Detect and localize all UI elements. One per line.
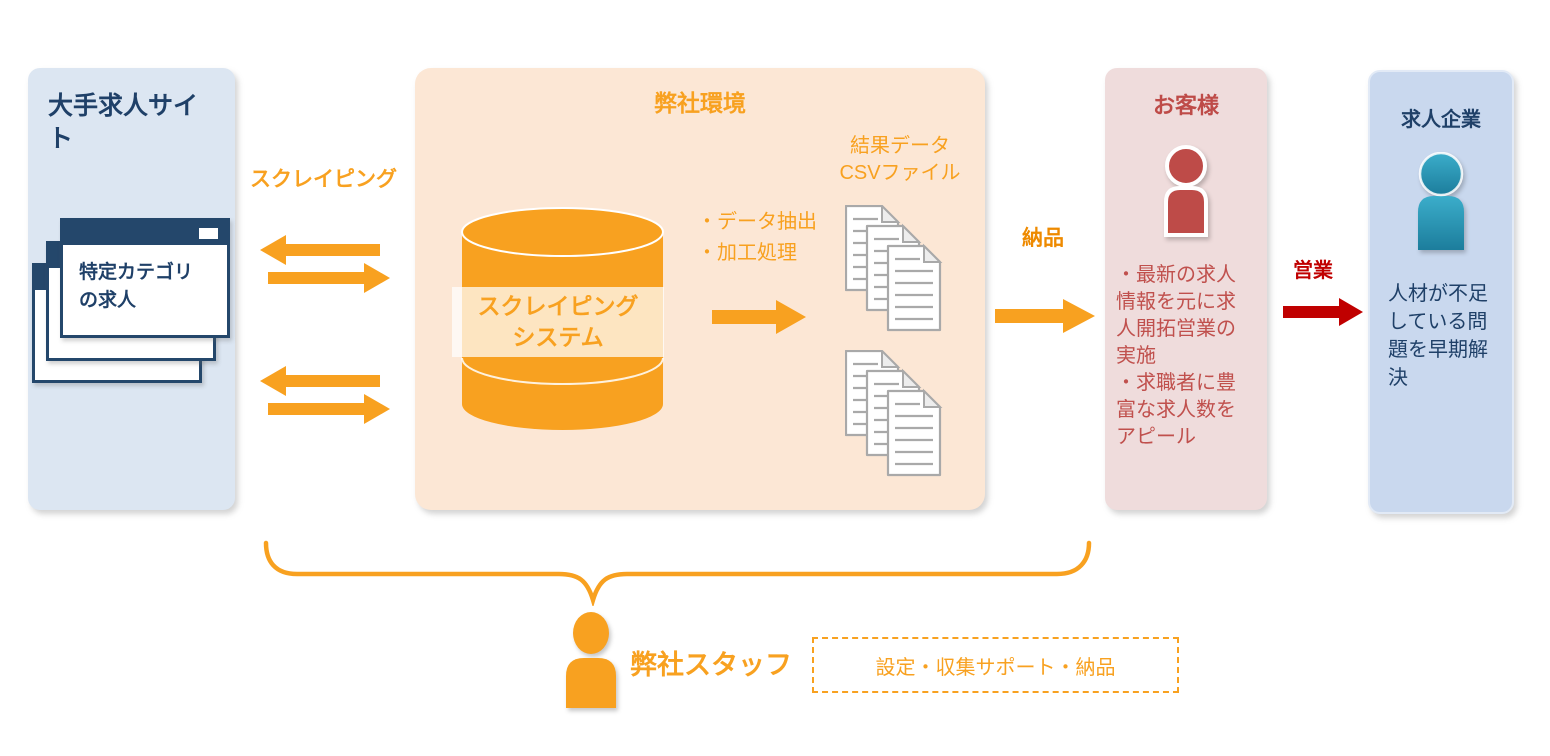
- csv-stack-top-icon: [845, 205, 943, 332]
- recruiter-person-icon: [1418, 152, 1464, 250]
- sales-arrow-icon: [1283, 298, 1363, 326]
- result-data-label: 結果データ CSVファイル: [839, 135, 961, 184]
- delivery-label: 納品: [1022, 227, 1064, 250]
- support-scope-box: 設定・収集サポート・納品: [812, 637, 1179, 693]
- scrape-arrow-left-icon: [260, 235, 380, 265]
- browser-window-label: 特定カテゴリの求人: [79, 262, 194, 311]
- delivery-arrow-icon: [995, 299, 1095, 333]
- scraping-label: スクレイピング: [250, 168, 397, 191]
- scrape-arrow-left-icon: [260, 366, 380, 396]
- process-arrow-icon: [712, 300, 806, 334]
- company-env-title: 弊社環境: [654, 90, 746, 116]
- support-scope-label: 設定・収集サポート・納品: [875, 656, 1116, 679]
- customer-bullets: ・最新の求人情報を元に求人開拓営業の実施 ・求職者に豊富な求人数をアピール: [1116, 264, 1236, 448]
- sales-label: 営業: [1293, 260, 1333, 282]
- recruiter-panel: 求人企業 人材が不足している問題を早期解決: [1368, 70, 1514, 514]
- scrape-arrow-right-icon: [268, 263, 390, 293]
- csv-stack-bottom-icon: [845, 350, 943, 477]
- company-env-panel: 弊社環境 スクレイピング システム ・データ抽出 ・加工処理 結果データ CSV…: [415, 68, 985, 510]
- customer-panel: お客様 ・最新の求人情報を元に求人開拓営業の実施 ・求職者に豊富な求人数をアピー…: [1105, 68, 1267, 510]
- customer-title: お客様: [1152, 93, 1219, 118]
- recruiter-title: 求人企業: [1401, 109, 1481, 131]
- scrape-arrow-right-icon: [268, 394, 390, 424]
- job-site-title: 大手求人サイト: [48, 92, 199, 153]
- customer-person-icon: [1164, 145, 1208, 237]
- browser-titlebar: [63, 221, 227, 245]
- minimize-box-icon: [199, 228, 218, 239]
- staff-label: 弊社スタッフ: [630, 650, 792, 680]
- job-site-panel: 大手求人サイト 特定カテゴリの求人: [28, 68, 235, 510]
- staff-scope-brace-icon: [263, 540, 1092, 606]
- scraping-system-label: スクレイピング システム: [452, 287, 664, 357]
- process-bullets: ・データ抽出 ・加工処理: [697, 211, 817, 264]
- staff-person-icon: [566, 612, 616, 708]
- browser-window-front: 特定カテゴリの求人: [60, 218, 230, 338]
- recruiter-text: 人材が不足している問題を早期解決: [1388, 283, 1488, 389]
